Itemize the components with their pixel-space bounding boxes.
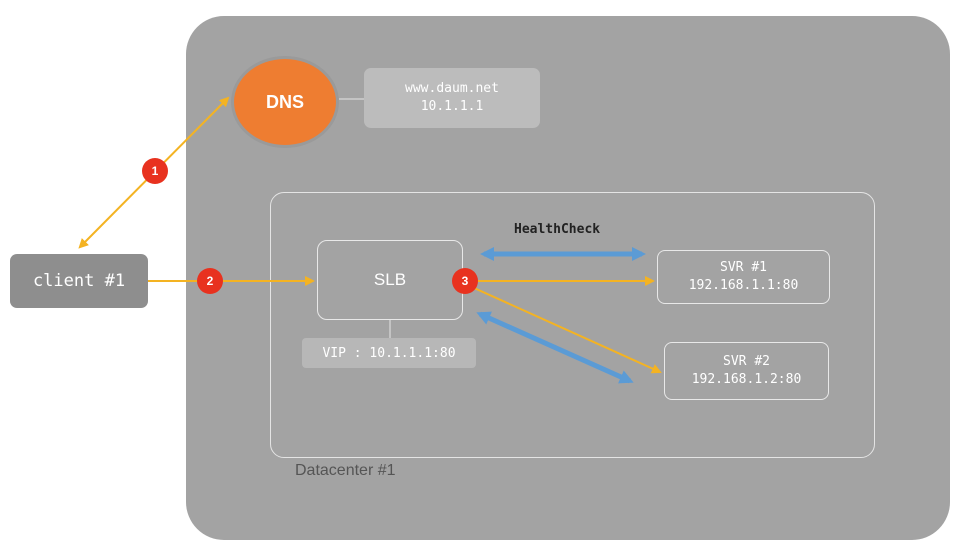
server-node-2: SVR #2 192.168.1.2:80	[664, 342, 829, 400]
step-badge-2: 2	[197, 268, 223, 294]
client-node: client #1	[10, 254, 148, 308]
dns-record-box: www.daum.net 10.1.1.1	[364, 68, 540, 128]
slb-label: SLB	[373, 270, 407, 289]
datacenter-label: Datacenter #1	[295, 462, 396, 479]
vip-label-box: VIP : 10.1.1.1:80	[302, 338, 476, 368]
client-label: client #1	[32, 271, 126, 291]
healthcheck-label: HealthCheck	[514, 222, 601, 237]
server-2-address: 192.168.1.2:80	[691, 372, 802, 387]
dns-record-host: www.daum.net	[405, 81, 499, 96]
load-balancer-zone	[270, 192, 875, 458]
step-badge-3: 3	[452, 268, 478, 294]
dns-record-ip: 10.1.1.1	[420, 99, 484, 114]
server-1-address: 192.168.1.1:80	[688, 278, 799, 293]
dns-label: DNS	[265, 91, 304, 112]
server-node-1: SVR #1 192.168.1.1:80	[657, 250, 830, 304]
server-2-name: SVR #2	[723, 354, 770, 369]
step-badge-1: 1	[142, 158, 168, 184]
vip-label: VIP : 10.1.1.1:80	[322, 345, 456, 361]
server-1-name: SVR #1	[720, 260, 767, 275]
dns-node: DNS	[231, 56, 339, 148]
slb-node: SLB	[317, 240, 463, 320]
healthcheck-svr2-arrow	[476, 311, 634, 384]
slb-svr2-arrow	[462, 282, 662, 374]
